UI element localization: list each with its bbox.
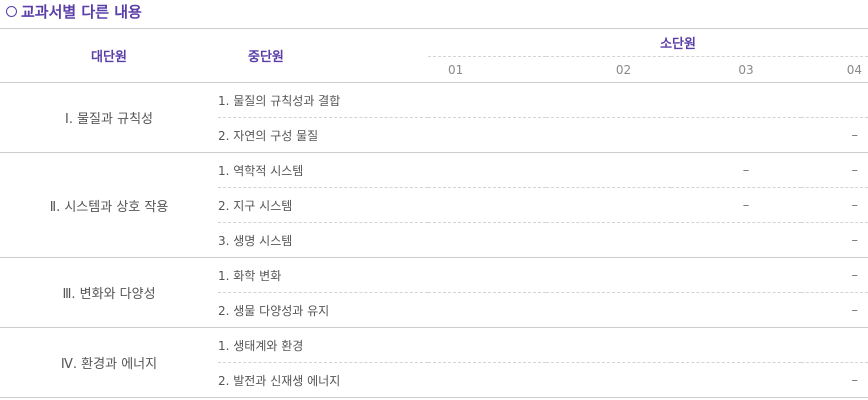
header-major: 대단원	[0, 28, 218, 83]
sub-unit-mark-04: –	[801, 117, 868, 153]
major-unit-cell: Ⅰ. 물질과 규칙성	[0, 82, 218, 153]
sub-unit-mark-04: –	[801, 257, 868, 293]
sub-unit-mark-03	[671, 362, 801, 398]
sub-unit-mark-02	[546, 257, 671, 293]
table-row: 2. 자연의 구성 물질 –	[0, 117, 868, 153]
table-row: 3. 생명 시스템 –	[0, 222, 868, 258]
sub-unit-mark-02	[546, 327, 671, 363]
mid-unit-cell: 2. 지구 시스템	[218, 187, 428, 223]
major-unit-cell: Ⅳ. 환경과 에너지	[0, 327, 218, 398]
major-unit-cell: Ⅱ. 시스템과 상호 작용	[0, 152, 218, 258]
sub-unit-mark-01	[428, 292, 546, 328]
table-row: 2. 지구 시스템 ––	[0, 187, 868, 223]
mid-unit-cell: 2. 발전과 신재생 에너지	[218, 362, 428, 398]
sub-unit-mark-02	[546, 82, 671, 118]
header-sub: 소단원	[428, 28, 868, 57]
sub-unit-mark-04	[801, 82, 868, 118]
sub-unit-mark-04	[801, 327, 868, 363]
sub-unit-mark-01	[428, 362, 546, 398]
circle-bullet-icon	[6, 6, 17, 17]
sub-unit-mark-04: –	[801, 362, 868, 398]
header-sub-01: 01	[428, 56, 546, 83]
mid-unit-cell: 1. 역학적 시스템	[218, 152, 428, 188]
sub-unit-mark-04: –	[801, 187, 868, 223]
sub-unit-mark-04: –	[801, 292, 868, 328]
sub-unit-mark-01	[428, 222, 546, 258]
sub-unit-mark-01	[428, 117, 546, 153]
sub-unit-mark-01	[428, 187, 546, 223]
section-title: 교과서별 다른 내용	[6, 1, 142, 22]
sub-unit-mark-04: –	[801, 222, 868, 258]
header-sub-04: 04	[801, 56, 868, 83]
header-mid: 중단원	[218, 28, 428, 83]
section-title-text: 교과서별 다른 내용	[21, 3, 142, 21]
sub-unit-mark-01	[428, 257, 546, 293]
mid-unit-cell: 1. 생태계와 환경	[218, 327, 428, 363]
sub-unit-mark-01	[428, 82, 546, 118]
sub-unit-mark-03	[671, 117, 801, 153]
table-row: 2. 생물 다양성과 유지 –	[0, 292, 868, 328]
sub-unit-mark-02	[546, 117, 671, 153]
mid-unit-cell: 2. 자연의 구성 물질	[218, 117, 428, 153]
sub-unit-mark-02	[546, 292, 671, 328]
major-unit-cell: Ⅲ. 변화와 다양성	[0, 257, 218, 328]
sub-unit-mark-01	[428, 152, 546, 188]
sub-unit-mark-01	[428, 327, 546, 363]
mid-unit-cell: 2. 생물 다양성과 유지	[218, 292, 428, 328]
sub-unit-mark-02	[546, 152, 671, 188]
table-row: 2. 발전과 신재생 에너지 –	[0, 362, 868, 398]
sub-unit-mark-03	[671, 292, 801, 328]
header-sub-03: 03	[671, 56, 801, 83]
sub-unit-mark-03	[671, 327, 801, 363]
mid-unit-cell: 1. 물질의 규칙성과 결합	[218, 82, 428, 118]
sub-unit-mark-02	[546, 222, 671, 258]
header-sub-02: 02	[546, 56, 671, 83]
sub-unit-mark-04: –	[801, 152, 868, 188]
sub-unit-mark-03	[671, 222, 801, 258]
sub-unit-mark-03	[671, 257, 801, 293]
sub-unit-mark-02	[546, 187, 671, 223]
sub-unit-mark-03: –	[671, 187, 801, 223]
sub-unit-mark-02	[546, 362, 671, 398]
mid-unit-cell: 1. 화학 변화	[218, 257, 428, 293]
mid-unit-cell: 3. 생명 시스템	[218, 222, 428, 258]
sub-unit-mark-03	[671, 82, 801, 118]
sub-unit-mark-03: –	[671, 152, 801, 188]
